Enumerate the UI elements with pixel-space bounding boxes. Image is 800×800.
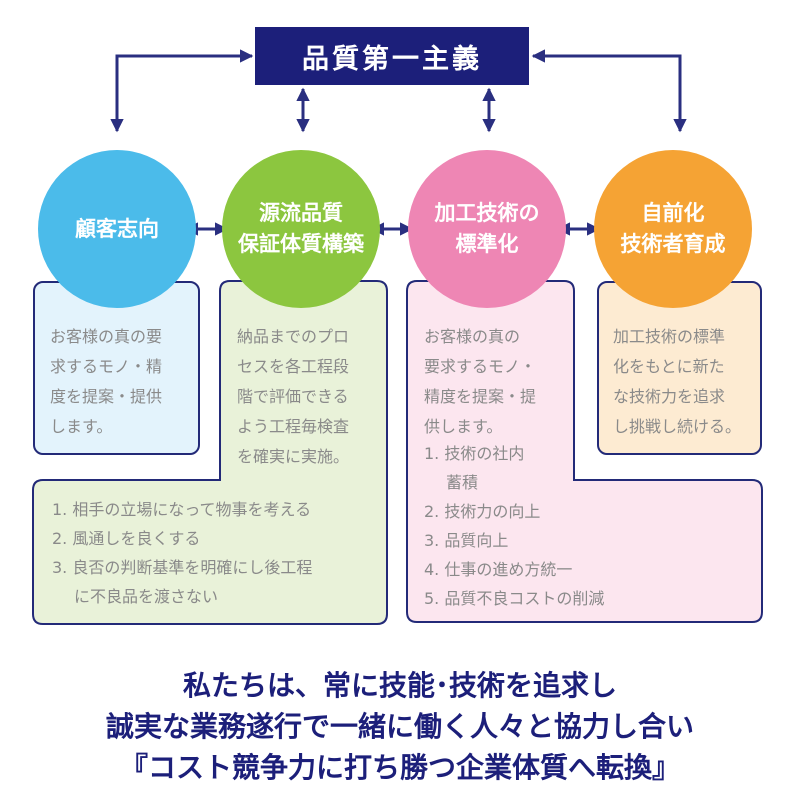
list-text: 技術力の向上 [444,502,541,521]
text-line: を確実に実施。 [237,447,350,466]
list-number: 4. [424,560,440,579]
text-line: します。 [50,417,113,436]
list-item: 1. 技術の社内蓄積 [424,439,604,497]
list-number: 1. [52,500,68,519]
text-line: し挑戦し続ける。 [613,417,742,436]
list-text-continued: 蓄積 [446,473,479,492]
circle-label: 自前化 [641,201,705,225]
quality-first-title: 品質第一主義 [255,27,529,85]
list-text-continued: に不良品を渡さない [74,587,219,606]
list-item: 4. 仕事の進め方統一 [424,555,604,584]
list-number: 2. [424,502,440,521]
circle-label: 技術者育成 [620,232,726,256]
text-line: お客様の真の [424,327,521,346]
list-text: 品質向上 [444,531,509,550]
mission-line-1: 私たちは、常に技能･技術を追求し [182,669,617,702]
circle-label: 加工技術の [434,201,540,225]
quality-principles-list: 1. 相手の立場になって物事を考える 2. 風通しを良くする 3. 良否の判断基… [52,495,312,611]
list-item: 2. 技術力の向上 [424,497,604,526]
circle-customer-focus: 顧客志向 [38,150,196,308]
customer-description: お客様の真の要 求するモノ・精 度を提案・提供 します。 [50,322,162,442]
quality-description: 納品までのプロ セスを各工程段 階で評価できる よう工程毎検査 を確実に実施。 [237,322,349,472]
tech-description: お客様の真の 要求するモノ・ 精度を提案・提 供します。 [424,322,536,442]
list-item: 3. 品質向上 [424,526,604,555]
circle-label: 顧客志向 [75,216,159,241]
list-number: 3. [424,531,440,550]
text-line: 化をもとに新た [613,357,725,376]
text-line: 階で評価できる [237,387,349,406]
circle-label: 保証体質構築 [238,232,364,256]
list-item: 1. 相手の立場になって物事を考える [52,495,312,524]
list-item: 3. 良否の判断基準を明確にし後工程に不良品を渡さない [52,553,312,611]
circle-self-development: 自前化 技術者育成 [594,150,752,308]
self-description: 加工技術の標準 化をもとに新た な技術力を追求 し挑戦し続ける。 [613,322,741,442]
list-number: 1. [424,444,440,463]
text-line: 加工技術の標準 [613,327,726,346]
text-line: よう工程毎検査 [237,417,350,436]
list-number: 2. [52,529,68,548]
mission-line-2: 誠実な業務遂行で一緒に働く人々と協力し合い [105,710,694,743]
panel-self-development [597,281,762,455]
list-item: 2. 風通しを良くする [52,524,312,553]
text-line: 納品までのプロ [237,327,350,346]
circle-tech-standardization: 加工技術の 標準化 [408,150,566,308]
text-line: 供します。 [424,417,503,436]
circle-label: 源流品質 [259,201,343,225]
text-line: 度を提案・提供 [50,387,163,406]
circle-quality-assurance: 源流品質 保証体質構築 [222,150,380,308]
list-text: 品質不良コストの削減 [444,589,605,608]
tech-goals-list: 1. 技術の社内蓄積 2. 技術力の向上 3. 品質向上 4. 仕事の進め方統一… [424,439,604,613]
list-text: 仕事の進め方統一 [444,560,573,579]
text-line: 求するモノ・精 [50,357,163,376]
text-line: 精度を提案・提 [424,387,537,406]
list-text: 技術の社内 [444,444,525,463]
circle-label: 標準化 [455,232,519,256]
text-line: な技術力を追求 [613,387,726,406]
list-item: 5. 品質不良コストの削減 [424,584,604,613]
text-line: 要求するモノ・ [424,357,537,376]
text-line: お客様の真の要 [50,327,163,346]
list-number: 5. [424,589,440,608]
list-text: 良否の判断基準を明確にし後工程 [72,558,313,577]
text-line: セスを各工程段 [237,357,350,376]
list-text: 相手の立場になって物事を考える [72,500,312,519]
mission-line-3: 『コスト競争力に打ち勝つ企業体質へ転換』 [119,751,680,784]
list-text: 風通しを良くする [72,529,201,548]
list-number: 3. [52,558,68,577]
